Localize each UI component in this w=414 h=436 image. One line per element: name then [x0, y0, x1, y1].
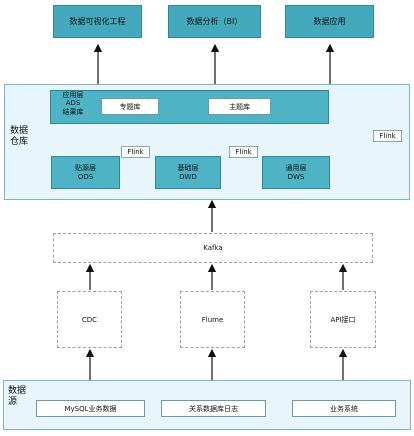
- flink-tag-dws-ads: Flink: [373, 130, 402, 142]
- cdc-box[interactable]: CDC: [57, 291, 122, 348]
- mysql-source-label: MySQL业务数据: [64, 404, 117, 413]
- ods-layer-box[interactable]: 贴源层 ODS: [51, 156, 120, 189]
- cdc-label: CDC: [81, 315, 98, 324]
- app-bigscreen-label: 数据可视化工程: [69, 17, 126, 26]
- ads-line1: 应用层: [62, 91, 84, 99]
- dws-line1: 通用层: [285, 164, 307, 173]
- biz-system-source-box[interactable]: 业务系统: [292, 400, 396, 417]
- app-data-label: 数据应用: [313, 17, 346, 26]
- dws-line2: DWS: [287, 172, 305, 181]
- subject-db-box[interactable]: 主题库: [208, 98, 271, 115]
- rdb-log-source-box[interactable]: 关系数据库日志: [161, 400, 266, 417]
- warehouse-title-line2: 仓库: [10, 137, 29, 148]
- topic-db-box[interactable]: 专题库: [101, 98, 159, 115]
- kafka-label: Kafka: [203, 244, 223, 252]
- mysql-source-box[interactable]: MySQL业务数据: [36, 400, 145, 417]
- biz-system-source-label: 业务系统: [330, 404, 358, 413]
- flink-tag-1-label: Flink: [127, 148, 144, 156]
- kafka-box[interactable]: Kafka: [53, 233, 373, 263]
- warehouse-title-line1: 数据: [10, 126, 29, 136]
- dwd-line1: 基础层: [177, 164, 199, 173]
- flink-tag-2-label: Flink: [235, 148, 252, 156]
- ods-line2: ODS: [77, 172, 94, 181]
- rdb-log-source-label: 关系数据库日志: [189, 404, 238, 413]
- dwd-line2: DWD: [179, 172, 197, 181]
- app-data-box[interactable]: 数据应用: [285, 5, 374, 38]
- flume-box[interactable]: Flume: [180, 291, 245, 348]
- app-bigscreen-box[interactable]: 数据可视化工程: [53, 5, 142, 38]
- ads-line3: 结果库: [62, 107, 84, 116]
- dws-layer-box[interactable]: 通用层 DWS: [262, 156, 330, 189]
- warehouse-title: 数据 仓库: [10, 126, 28, 149]
- flink-tag-dwd-dws: Flink: [229, 146, 258, 158]
- ads-layer-title: 应用层 ADS 结果库: [54, 91, 92, 116]
- sources-title-line2: 源: [8, 397, 18, 408]
- flume-label: Flume: [201, 315, 224, 324]
- ads-line2: ADS: [65, 99, 81, 108]
- flink-tag-ods-dwd: Flink: [121, 146, 150, 158]
- ods-line1: 贴源层: [75, 164, 96, 173]
- api-box[interactable]: API接口: [310, 291, 376, 348]
- flink-tag-3-label: Flink: [379, 132, 396, 140]
- sources-title-line1: 数据: [8, 386, 27, 396]
- app-bi-box[interactable]: 数据分析（BI）: [168, 5, 261, 38]
- dwd-layer-box[interactable]: 基础层 DWD: [155, 156, 221, 189]
- sources-title: 数据 源: [8, 386, 26, 409]
- subject-db-label: 主题库: [229, 102, 250, 111]
- ads-layer-box[interactable]: [50, 90, 329, 124]
- topic-db-label: 专题库: [119, 102, 141, 111]
- api-label: API接口: [330, 315, 356, 324]
- app-bi-label: 数据分析（BI）: [186, 17, 243, 26]
